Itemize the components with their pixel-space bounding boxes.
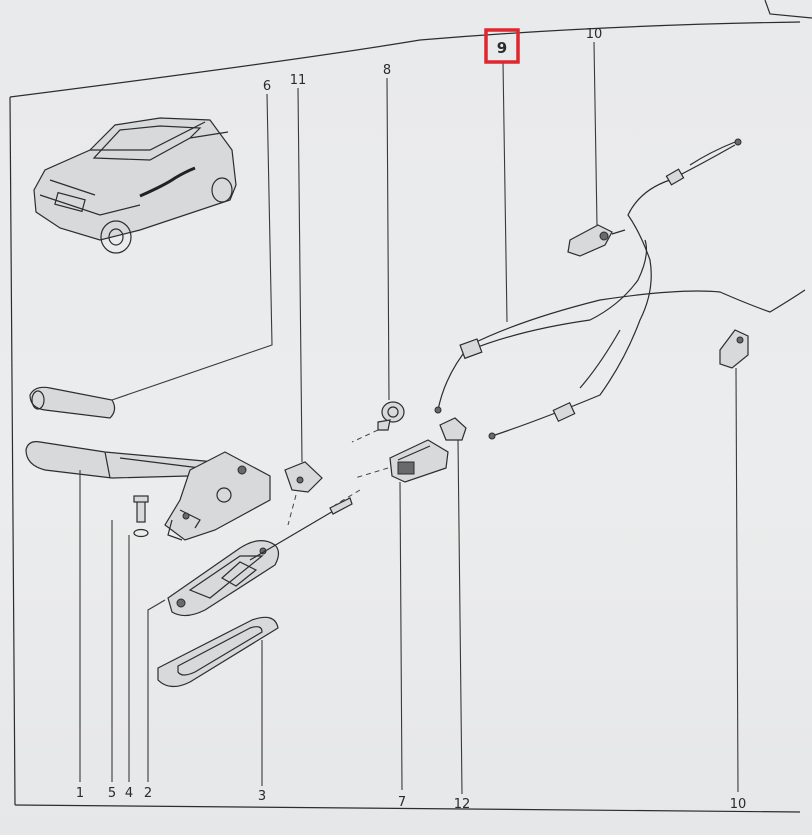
car-illustration <box>33 117 237 254</box>
callout-6: 6 <box>263 79 271 94</box>
lever-base-plate-part <box>167 540 280 617</box>
callout-4: 4 <box>125 786 133 801</box>
clip-pointer-arrow <box>611 229 626 235</box>
callout-2: 2 <box>144 786 152 801</box>
bracket-part <box>439 417 467 441</box>
callout-10-bottom: 10 <box>730 797 747 812</box>
bolt-and-washer-part <box>133 495 149 538</box>
callout-11: 11 <box>290 73 307 88</box>
leader-10-top <box>593 41 598 227</box>
callout-9-highlight-box <box>484 28 520 64</box>
leader-6 <box>111 93 273 401</box>
callout-12: 12 <box>454 797 471 812</box>
leader-11 <box>297 87 303 463</box>
callout-3: 3 <box>258 789 266 804</box>
callout-5: 5 <box>108 786 116 801</box>
leader-7 <box>399 481 403 791</box>
frame-top-border <box>9 21 801 98</box>
grommet-part <box>377 401 405 431</box>
leader-2 <box>147 599 166 782</box>
cable-clip-top <box>567 224 613 257</box>
callout-1: 1 <box>76 786 84 801</box>
leader-10-bottom <box>735 367 739 793</box>
clip-assembly-line <box>287 494 297 526</box>
equalizer-assembly-line <box>354 467 389 479</box>
leader-9 <box>502 61 508 323</box>
clip-part <box>284 461 323 493</box>
grommet-assembly-line <box>351 429 379 443</box>
rod-assembly-line <box>334 489 361 506</box>
handle-grip-part <box>29 386 116 419</box>
rod-threaded-end <box>329 497 353 515</box>
leader-12 <box>457 439 463 795</box>
handbrake-lever-part <box>25 441 271 541</box>
cable-clip-right <box>719 329 749 369</box>
brake-rod <box>249 509 336 561</box>
leader-8 <box>386 77 390 401</box>
frame-left-border <box>9 96 16 806</box>
brake-cables <box>434 138 806 440</box>
gasket-part <box>157 616 279 688</box>
callout-10-top: 10 <box>586 27 603 42</box>
callout-8: 8 <box>383 63 391 78</box>
frame-bottom-border <box>14 804 801 813</box>
equalizer-part <box>389 439 449 483</box>
callout-9: 9 <box>497 39 507 57</box>
callout-7: 7 <box>398 795 406 810</box>
page-corner-edge <box>764 0 812 19</box>
